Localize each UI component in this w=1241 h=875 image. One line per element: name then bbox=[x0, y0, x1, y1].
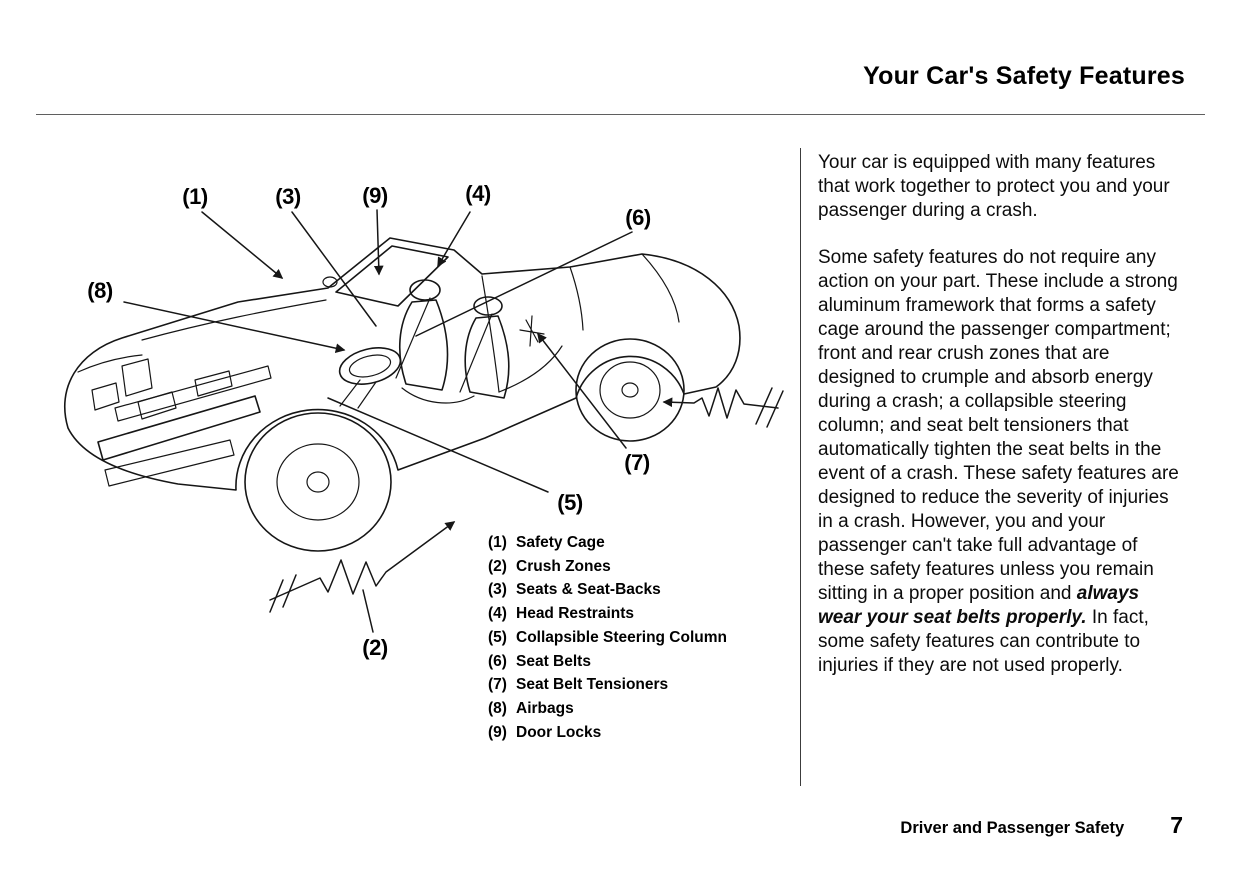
legend-item: (5) Collapsible Steering Column bbox=[488, 626, 727, 650]
windshield bbox=[322, 245, 449, 307]
legend-item-number: (7) bbox=[488, 676, 507, 694]
legend-item-number: (4) bbox=[488, 605, 507, 623]
callout-lines bbox=[123, 209, 633, 633]
title-rule bbox=[36, 114, 1205, 115]
intro-paragraph: Your car is equipped with many features … bbox=[818, 152, 1170, 221]
legend-item: (1) Safety Cage bbox=[488, 531, 727, 555]
callout-label-2: (2) bbox=[362, 635, 388, 660]
callout-label-4: (4) bbox=[465, 181, 491, 206]
safety-features-diagram: (1) (3) (9) (4) (6) (8) (7) (5) (2) (1) S… bbox=[30, 140, 800, 760]
legend-item-label: Seat Belt Tensioners bbox=[516, 676, 669, 694]
rear-wheel bbox=[575, 338, 685, 442]
legend-item-number: (9) bbox=[488, 723, 507, 741]
legend-item-label: Collapsible Steering Column bbox=[516, 628, 727, 646]
legend-item: (3) Seats & Seat-Backs bbox=[488, 578, 727, 602]
safety-features-paragraph: Some safety features do not require any … bbox=[818, 246, 1186, 678]
legend-item: (9) Door Locks bbox=[488, 721, 727, 745]
legend-item-number: (8) bbox=[488, 699, 507, 717]
column-divider bbox=[800, 148, 801, 786]
legend-item: (6) Seat Belts bbox=[488, 650, 727, 674]
seat-belts bbox=[395, 297, 545, 393]
page-title: Your Car's Safety Features bbox=[863, 62, 1185, 90]
legend-item-number: (6) bbox=[488, 652, 507, 670]
steering-wheel bbox=[338, 347, 402, 409]
callout-label-1: (1) bbox=[182, 184, 208, 209]
emphasis-text: always wear your seat belts properly. bbox=[818, 583, 1140, 628]
car-illustration bbox=[63, 237, 741, 552]
page-footer: Driver and Passenger Safety 7 bbox=[900, 812, 1183, 839]
body-outline bbox=[63, 237, 741, 491]
legend-item-label: Head Restraints bbox=[516, 605, 635, 623]
body-seams bbox=[77, 253, 680, 393]
page-number: 7 bbox=[1170, 812, 1183, 838]
callout-label-6: (6) bbox=[625, 205, 651, 230]
body-text-column: Your car is equipped with many features … bbox=[818, 151, 1186, 678]
legend-item-label: Safety Cage bbox=[516, 534, 605, 551]
chassis-frame bbox=[91, 358, 272, 487]
paragraph-lead: Some safety features do not require any … bbox=[818, 247, 1179, 604]
legend-item-number: (2) bbox=[488, 557, 507, 575]
callout-label-7: (7) bbox=[624, 450, 650, 475]
callout-label-9: (9) bbox=[362, 183, 388, 208]
front-wheel bbox=[244, 412, 392, 552]
legend-item-number: (1) bbox=[488, 534, 507, 551]
car-line-drawing bbox=[63, 209, 784, 633]
crush-arrow-rear bbox=[662, 387, 784, 428]
diagram-legend: (1) Safety Cage (2) Crush Zones (3) Seats &… bbox=[488, 531, 727, 744]
legend-item-label: Seat Belts bbox=[516, 652, 591, 670]
legend-item-number: (5) bbox=[488, 628, 507, 646]
callout-label-5: (5) bbox=[557, 490, 583, 515]
callout-label-8: (8) bbox=[87, 278, 113, 303]
footer-section-title: Driver and Passenger Safety bbox=[900, 819, 1125, 837]
passenger-seat bbox=[401, 296, 510, 404]
callout-label-3: (3) bbox=[275, 184, 301, 209]
crush-arrow-front bbox=[269, 521, 456, 613]
legend-item-number: (3) bbox=[488, 581, 507, 599]
crush-zone-arrows bbox=[269, 387, 784, 613]
legend-item-label: Seats & Seat-Backs bbox=[516, 581, 661, 599]
legend-item: (2) Crush Zones bbox=[488, 555, 727, 579]
legend-item: (8) Airbags bbox=[488, 697, 727, 721]
legend-item-label: Crush Zones bbox=[516, 557, 611, 575]
paragraph-tail: In fact, some safety features can contri… bbox=[818, 607, 1149, 676]
legend-item-label: Airbags bbox=[516, 699, 574, 717]
legend-item: (4) Head Restraints bbox=[488, 602, 727, 626]
legend-item-label: Door Locks bbox=[516, 723, 602, 741]
legend-item: (7) Seat Belt Tensioners bbox=[488, 673, 727, 697]
